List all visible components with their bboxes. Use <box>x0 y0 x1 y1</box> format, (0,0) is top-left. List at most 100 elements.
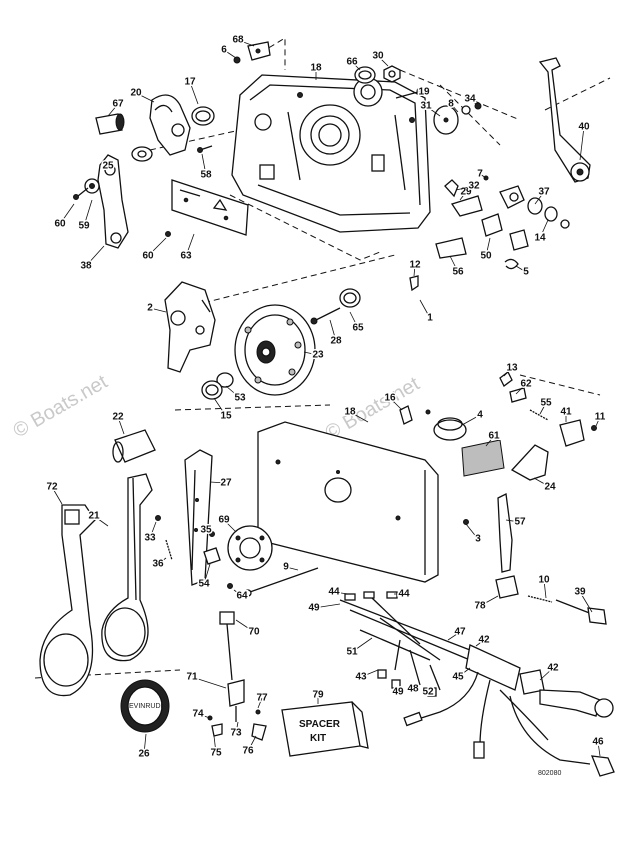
part-number-label: 58 <box>200 170 212 181</box>
leader-line <box>107 163 115 167</box>
leader-line <box>85 245 105 267</box>
control-housing <box>231 74 431 233</box>
part-number-label: 1 <box>427 313 433 324</box>
washer-25 <box>131 146 153 162</box>
part-number-label: 14 <box>534 233 546 244</box>
leader-line <box>135 92 155 103</box>
arm-59-38 <box>73 154 129 249</box>
leader-line <box>147 237 167 257</box>
screw-12 <box>409 275 419 292</box>
leader-line <box>189 81 199 105</box>
leader-line <box>351 637 373 653</box>
spacer-kit-line2: KIT <box>310 733 326 744</box>
parts-center-left <box>155 515 319 597</box>
leader-line <box>411 683 414 690</box>
leader-line <box>205 529 213 535</box>
switch-4 <box>425 409 467 441</box>
leader-line <box>457 667 471 678</box>
leader-line <box>233 589 243 597</box>
leader-line <box>203 563 211 585</box>
part-number-label: 60 <box>142 251 154 262</box>
part-number-label: 32 <box>468 181 480 192</box>
leader-line <box>351 61 361 71</box>
ring-17 <box>191 106 215 126</box>
parts-lower-right <box>463 493 607 625</box>
cam-plate-20 <box>149 94 191 156</box>
screw-58 <box>197 145 213 153</box>
leader-line <box>539 219 549 239</box>
part-number-label: 71 <box>186 672 198 683</box>
part-number-label: 46 <box>592 737 604 748</box>
leader-line <box>93 515 109 527</box>
part-number-label: 68 <box>232 35 244 46</box>
part-number-label: 63 <box>180 251 192 262</box>
part-number-label: 42 <box>478 635 490 646</box>
bracket-2 <box>164 281 216 373</box>
part-number-label: 60 <box>54 219 66 230</box>
part-number-label: 39 <box>574 587 586 598</box>
wire-harness-70 <box>207 611 267 741</box>
spacer-kit-box: SPACER KIT <box>281 701 369 757</box>
part-number-label: 36 <box>152 559 164 570</box>
leader-line <box>579 591 593 613</box>
part-number-label: 18 <box>310 63 322 74</box>
leader-line <box>419 299 431 319</box>
part-number-label: 11 <box>595 412 606 423</box>
leader-line <box>447 631 461 641</box>
leader-line <box>455 185 475 191</box>
leader-line <box>191 676 227 689</box>
leader-line <box>247 735 257 752</box>
parts-upper-right <box>499 371 597 447</box>
part-number-label: 78 <box>474 601 486 612</box>
leader-line <box>235 619 255 633</box>
decal-26: EVINRUDE <box>120 679 170 733</box>
leader-line <box>303 351 319 356</box>
part-number-label: 33 <box>144 533 156 544</box>
part-number-label: 55 <box>540 398 552 409</box>
leader-line <box>485 435 495 447</box>
leader-line <box>539 667 554 681</box>
leader-line <box>539 402 547 415</box>
switch-cluster <box>435 175 570 270</box>
leader-line <box>475 639 485 647</box>
leader-line <box>503 367 513 377</box>
leader-line <box>389 397 403 411</box>
leader-line <box>515 383 527 395</box>
leader-line <box>223 519 237 533</box>
part-number-label: 30 <box>372 51 384 62</box>
bracket-68 <box>233 41 271 64</box>
leader-line <box>157 557 167 565</box>
part-number-label: 7 <box>477 169 483 180</box>
part-number-label: 44 <box>398 589 410 600</box>
part-number-label: 8 <box>448 99 454 110</box>
part-number-label: 40 <box>578 122 590 133</box>
leader-line <box>425 105 441 117</box>
leader-line <box>597 741 601 757</box>
part-number-label: 47 <box>454 627 466 638</box>
leader-line <box>285 566 299 571</box>
part-number-label: 70 <box>248 627 260 638</box>
leader-line <box>185 233 195 257</box>
part-number-label: 31 <box>420 101 432 112</box>
part-number-label: 17 <box>184 77 196 88</box>
handle-21 <box>101 473 153 662</box>
clip-16 <box>399 405 413 425</box>
leader-line <box>313 603 341 609</box>
leader-line <box>465 523 479 540</box>
part-number-label: 53 <box>234 393 246 404</box>
washer-31 <box>433 102 482 135</box>
part-number-label: 12 <box>409 260 421 271</box>
part-number-label: 5 <box>523 267 529 278</box>
part-number-label: 51 <box>346 647 358 658</box>
leader-line <box>449 255 459 273</box>
watermark-left: © Boats.net <box>10 371 112 443</box>
decal-61 <box>461 439 505 477</box>
plate-63 <box>165 179 249 237</box>
leader-line <box>533 477 551 488</box>
decal-26-text: EVINRUDE <box>129 703 166 710</box>
part-number-label: 65 <box>352 323 364 334</box>
part-number-label: 50 <box>480 251 492 262</box>
drawing-code: 802080 <box>538 770 561 777</box>
leader-line <box>237 39 255 47</box>
